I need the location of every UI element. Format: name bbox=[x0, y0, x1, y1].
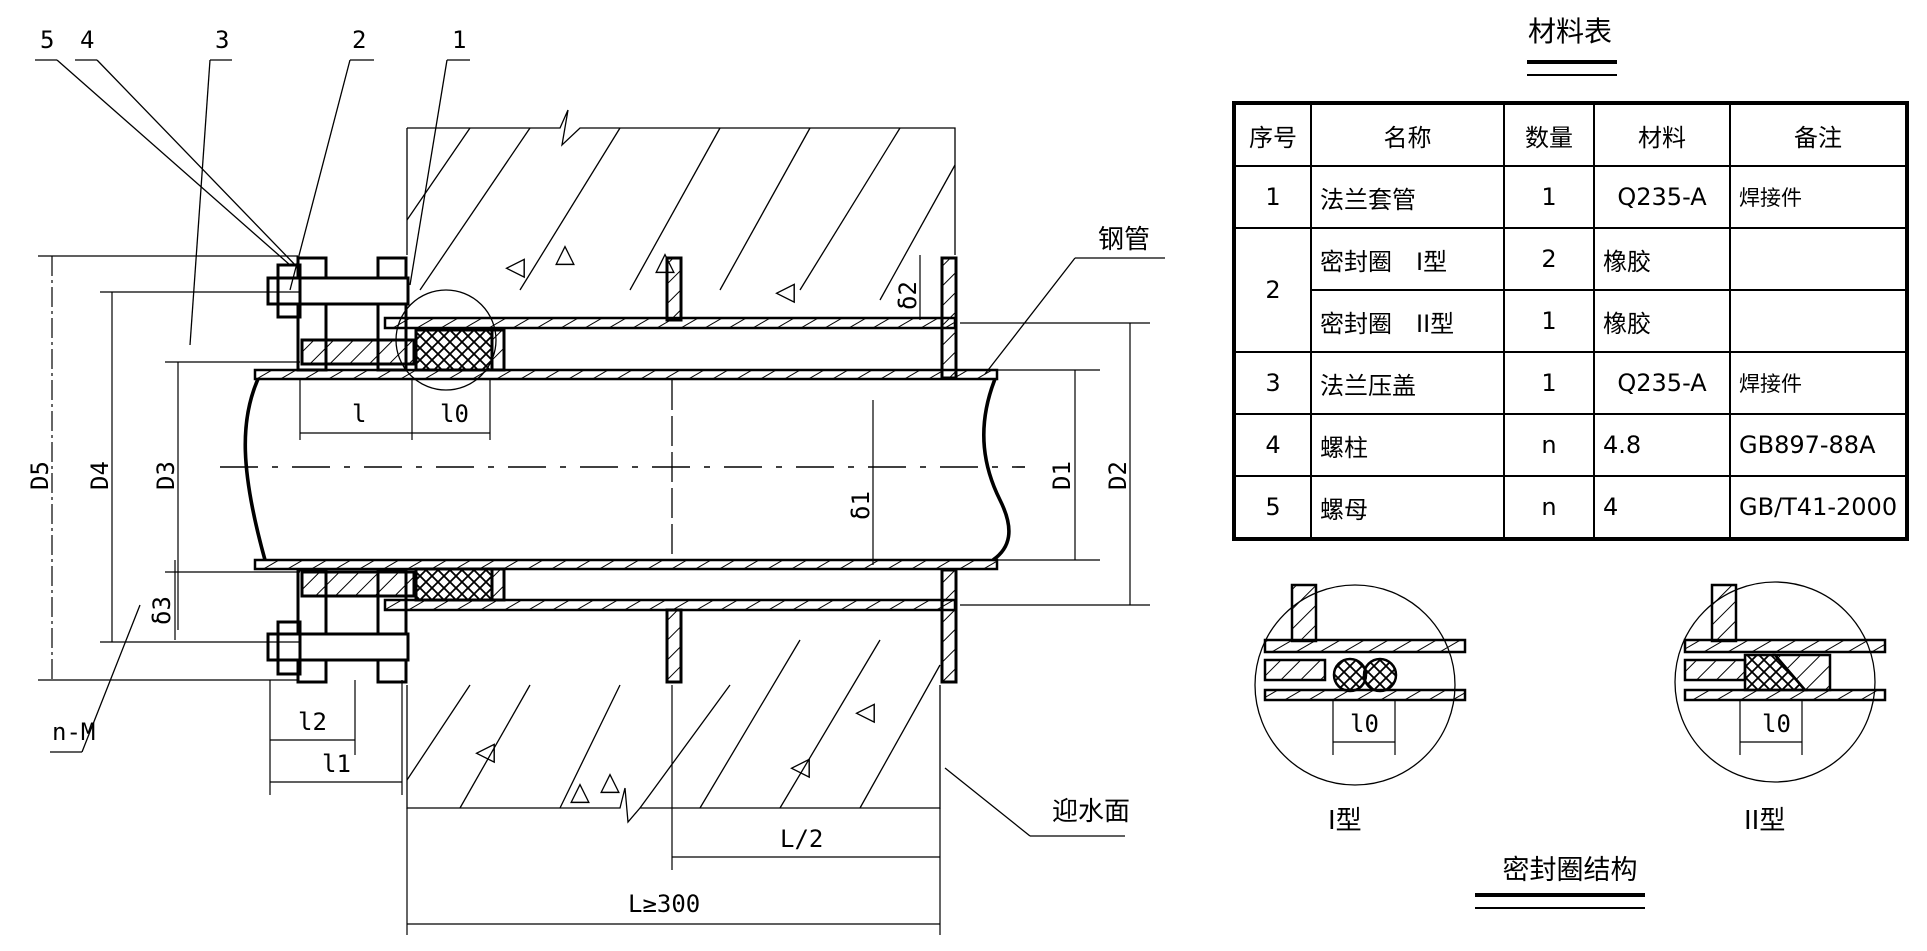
dim-delta3: δ3 bbox=[148, 596, 176, 625]
flange-casing-pipe bbox=[383, 256, 958, 684]
col-header-qty: 数量 bbox=[1503, 102, 1595, 167]
callout-2: 2 bbox=[352, 26, 366, 54]
cell-name: 螺母 bbox=[1310, 475, 1505, 540]
cell-name: 密封圈 I型 bbox=[1310, 227, 1505, 291]
svg-text:△: △ bbox=[555, 239, 575, 269]
seal-type1-label: I型 bbox=[1328, 806, 1362, 836]
svg-text:◁: ◁ bbox=[775, 277, 795, 307]
table-row: 4 螺柱 n 4.8 GB897-88A bbox=[1233, 413, 1909, 477]
part-callouts: 5 4 3 2 1 bbox=[35, 26, 470, 346]
cell-qty: n bbox=[1503, 475, 1595, 540]
callout-3: 3 bbox=[215, 26, 229, 54]
cell-name: 法兰套管 bbox=[1310, 165, 1505, 229]
dim-delta1: δ1 bbox=[847, 491, 875, 520]
material-table-title: 材料表 bbox=[1527, 15, 1612, 48]
sealing-ring bbox=[395, 289, 506, 602]
seal-detail-type1: l0 bbox=[1254, 583, 1467, 786]
table-header-row: 序号 名称 数量 材料 备注 bbox=[1233, 102, 1909, 167]
cell-material: 橡胶 bbox=[1593, 227, 1731, 291]
dim-l: l bbox=[352, 400, 366, 428]
seal-title-underline bbox=[1475, 893, 1645, 909]
cell-qty: 2 bbox=[1503, 227, 1595, 291]
cell-note bbox=[1728, 227, 1909, 291]
cell-no: 1 bbox=[1233, 165, 1312, 229]
type1-dim-l0: l0 bbox=[1350, 710, 1379, 738]
cell-name: 螺柱 bbox=[1310, 413, 1505, 477]
cell-no: 5 bbox=[1233, 475, 1312, 540]
seal-type2-label: II型 bbox=[1744, 806, 1786, 836]
svg-text:◁: ◁ bbox=[855, 697, 875, 727]
cell-material: Q235-A bbox=[1593, 351, 1731, 415]
table-row: 5 螺母 n 4 GB/T41-2000 bbox=[1233, 475, 1909, 540]
seal-detail-type2: l0 bbox=[1674, 581, 1887, 783]
annotations: 钢管 迎水面 n-M bbox=[50, 225, 1165, 837]
cell-note: 焊接件 bbox=[1728, 351, 1909, 415]
svg-text:◁: ◁ bbox=[790, 752, 810, 782]
callout-1: 1 bbox=[452, 26, 466, 54]
cell-no: 3 bbox=[1233, 351, 1312, 415]
col-header-note: 备注 bbox=[1728, 102, 1909, 167]
cell-material: 橡胶 bbox=[1593, 289, 1731, 353]
cell-qty: 1 bbox=[1503, 351, 1595, 415]
cell-qty: 1 bbox=[1503, 289, 1595, 353]
dim-half-length: L/2 bbox=[780, 825, 823, 853]
cell-qty: 1 bbox=[1503, 165, 1595, 229]
dim-D4: D4 bbox=[86, 461, 114, 490]
dimensions: D5 D4 D3 D1 D2 δ1 δ2 δ3 l l0 l2 l1 L/2 L… bbox=[26, 255, 1150, 935]
dim-length: L≥300 bbox=[628, 890, 700, 918]
callout-4: 4 bbox=[80, 26, 94, 54]
table-row: 1 法兰套管 1 Q235-A 焊接件 bbox=[1233, 165, 1909, 229]
dim-D5: D5 bbox=[26, 461, 54, 490]
steel-pipe bbox=[220, 368, 1025, 571]
bolt-spec-label: n-M bbox=[52, 718, 95, 746]
svg-text:◁: ◁ bbox=[475, 737, 495, 767]
col-header-material: 材料 bbox=[1593, 102, 1731, 167]
title-underline bbox=[1527, 60, 1617, 76]
type2-dim-l0: l0 bbox=[1762, 710, 1791, 738]
table-row: 2 密封圈 I型 2 橡胶 bbox=[1233, 227, 1909, 353]
water-face-label: 迎水面 bbox=[1052, 797, 1130, 827]
callout-5: 5 bbox=[40, 26, 54, 54]
dim-l0: l0 bbox=[440, 400, 469, 428]
material-table: 序号 名称 数量 材料 备注 1 法兰套管 1 Q235-A 焊接件 2 密封圈… bbox=[1232, 101, 1910, 541]
cell-qty: n bbox=[1503, 413, 1595, 477]
dim-D1: D1 bbox=[1048, 461, 1076, 490]
col-header-no: 序号 bbox=[1233, 102, 1312, 167]
dim-delta2: δ2 bbox=[894, 281, 922, 310]
table-row: 3 法兰压盖 1 Q235-A 焊接件 bbox=[1233, 351, 1909, 415]
svg-text:△: △ bbox=[570, 777, 590, 807]
svg-text:△: △ bbox=[600, 767, 620, 797]
cell-note bbox=[1728, 289, 1909, 353]
dim-l2: l2 bbox=[298, 708, 327, 736]
table-row: 密封圈 II型 1 橡胶 bbox=[1234, 289, 1909, 353]
svg-text:◁: ◁ bbox=[505, 252, 525, 282]
cell-material: 4.8 bbox=[1593, 413, 1731, 477]
dim-D2: D2 bbox=[1104, 461, 1132, 490]
seal-structure-title: 密封圈结构 bbox=[1502, 855, 1638, 886]
cell-material: 4 bbox=[1593, 475, 1731, 540]
dim-l1: l1 bbox=[322, 750, 351, 778]
cell-material: Q235-A bbox=[1593, 165, 1731, 229]
cell-no: 2 bbox=[1233, 227, 1312, 353]
col-header-name: 名称 bbox=[1310, 102, 1505, 167]
cell-name: 密封圈 II型 bbox=[1310, 289, 1505, 353]
cell-note: GB897-88A bbox=[1728, 413, 1909, 477]
steel-pipe-label: 钢管 bbox=[1098, 225, 1150, 255]
cell-note: 焊接件 bbox=[1728, 165, 1909, 229]
flange-gland bbox=[296, 256, 416, 684]
concrete-wall: ◁△ △◁ ◁△ △◁ ◁ bbox=[406, 109, 956, 824]
cell-no: 4 bbox=[1233, 413, 1312, 477]
cell-name: 法兰压盖 bbox=[1310, 351, 1505, 415]
cell-note: GB/T41-2000 bbox=[1728, 475, 1909, 540]
dim-D3: D3 bbox=[152, 461, 180, 490]
